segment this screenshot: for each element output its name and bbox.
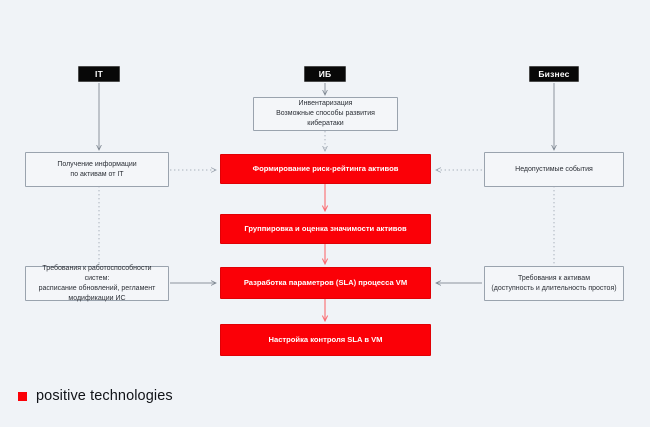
brand-logo-text: positive technologies bbox=[36, 388, 173, 404]
node-sla-params[interactable]: Разработка параметров (SLA) процесса VM bbox=[220, 267, 431, 299]
positive-technologies-square-icon bbox=[18, 391, 27, 401]
node-it-info-line-1: Получение информации bbox=[57, 160, 137, 168]
lane-badge-business-label: Бизнес bbox=[538, 69, 570, 79]
node-it-info[interactable]: Получение информации по активам от IT bbox=[25, 152, 169, 187]
brand-logo: positive technologies bbox=[18, 388, 173, 404]
node-inventory[interactable]: Инвентаризация Возможные способы развити… bbox=[253, 97, 398, 131]
lane-badge-it[interactable]: IT bbox=[78, 66, 120, 82]
node-sla-control-label: Настройка контроля SLA в VM bbox=[268, 335, 383, 344]
node-asset-requirements-line-2: (доступность и длительность простоя) bbox=[491, 284, 617, 292]
node-inventory-line-2: Возможные способы развития кибератаки bbox=[276, 110, 375, 127]
node-asset-requirements[interactable]: Требования к активам (доступность и длит… bbox=[484, 266, 624, 301]
node-sla-params-label: Разработка параметров (SLA) процесса VM bbox=[243, 278, 408, 287]
node-inventory-line-1: Инвентаризация bbox=[298, 100, 353, 107]
lane-badge-ib[interactable]: ИБ bbox=[304, 66, 346, 82]
node-it-requirements-line-1: Требования к работоспособности систем: bbox=[42, 264, 152, 282]
node-it-requirements-line-3: модификации ИС bbox=[68, 294, 126, 302]
lane-badge-business[interactable]: Бизнес bbox=[529, 66, 579, 82]
node-it-requirements-line-2: расписание обновлений, регламент bbox=[38, 284, 156, 292]
node-grouping-label: Группировка и оценка значимости активов bbox=[244, 224, 407, 233]
node-risk-rating[interactable]: Формирование риск-рейтинга активов bbox=[220, 154, 431, 184]
node-unacceptable-events-label: Недопустимые события bbox=[515, 165, 593, 173]
node-asset-requirements-line-1: Требования к активам bbox=[517, 274, 591, 282]
node-grouping[interactable]: Группировка и оценка значимости активов bbox=[220, 214, 431, 244]
node-it-requirements[interactable]: Требования к работоспособности систем: р… bbox=[25, 264, 169, 302]
node-unacceptable-events[interactable]: Недопустимые события bbox=[484, 152, 624, 187]
node-sla-control[interactable]: Настройка контроля SLA в VM bbox=[220, 324, 431, 356]
node-risk-rating-label: Формирование риск-рейтинга активов bbox=[252, 164, 399, 173]
lane-badge-it-label: IT bbox=[95, 69, 103, 79]
node-it-info-line-2: по активам от IT bbox=[70, 170, 124, 178]
lane-badge-ib-label: ИБ bbox=[318, 69, 332, 79]
